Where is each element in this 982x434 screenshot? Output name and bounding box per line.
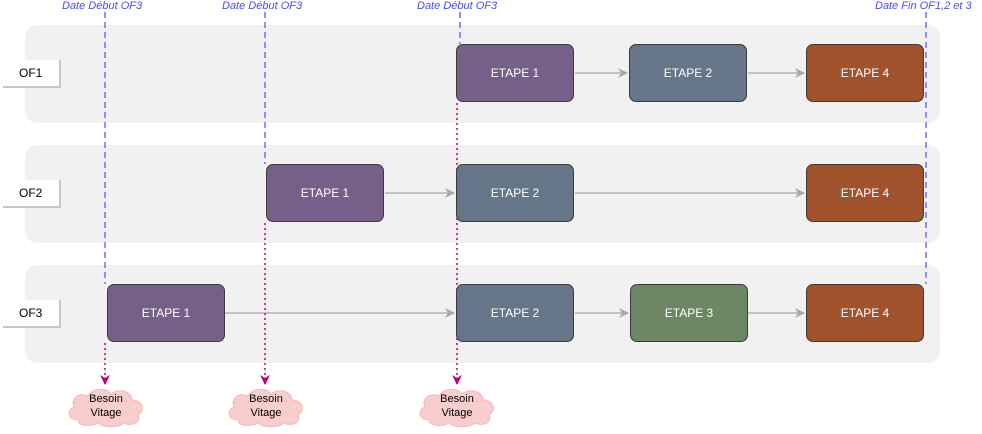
date-label-2: Date Début OF3 (222, 0, 303, 12)
besoin-3-line1: Besoin (440, 393, 474, 405)
cloud-icon (419, 388, 494, 428)
of1-etape-2[interactable]: ETAPE 2 (629, 44, 747, 102)
date-label-3: Date Début OF3 (417, 0, 498, 12)
besoin-2-line1: Besoin (249, 393, 283, 405)
of3-etape-1[interactable]: ETAPE 1 (107, 284, 225, 342)
besoin-2-line2: Vitage (250, 407, 282, 419)
date-label-1: Date Début OF3 (62, 0, 143, 12)
cloud-icon (68, 388, 143, 428)
besoin-3-line2: Vitage (441, 407, 473, 419)
lane-label-of3: OF3 (3, 300, 61, 328)
besoin-1-line1: Besoin (89, 393, 123, 405)
besoin-1-line2: Vitage (90, 407, 122, 419)
of3-etape-3[interactable]: ETAPE 3 (630, 284, 748, 342)
cloud-icon (228, 388, 303, 428)
besoin-cloud-1[interactable]: Besoin Vitage (64, 384, 148, 428)
of2-etape-1[interactable]: ETAPE 1 (266, 164, 384, 222)
besoin-cloud-2[interactable]: Besoin Vitage (224, 384, 308, 428)
lane-label-of1: OF1 (3, 60, 61, 88)
lane-label-of2: OF2 (3, 180, 61, 208)
besoin-cloud-3[interactable]: Besoin Vitage (415, 384, 499, 428)
of2-etape-4[interactable]: ETAPE 4 (806, 164, 924, 222)
of3-etape-4[interactable]: ETAPE 4 (806, 284, 924, 342)
date-label-fin: Date Fin OF1,2 et 3 (875, 0, 972, 12)
of1-etape-4[interactable]: ETAPE 4 (806, 44, 924, 102)
of1-etape-1[interactable]: ETAPE 1 (456, 44, 574, 102)
of3-etape-2[interactable]: ETAPE 2 (456, 284, 574, 342)
of2-etape-2[interactable]: ETAPE 2 (456, 164, 574, 222)
